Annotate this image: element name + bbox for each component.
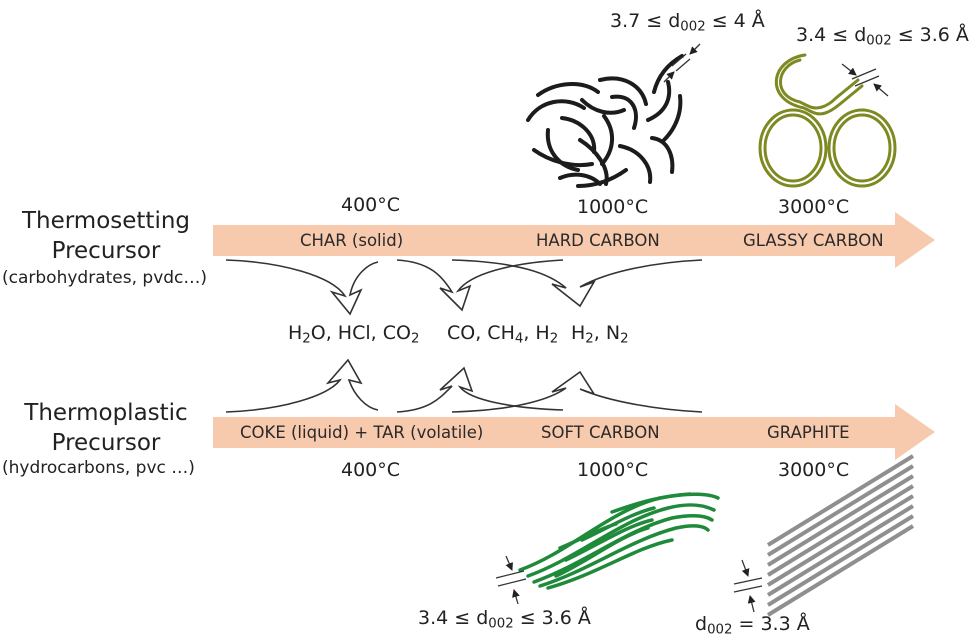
spacing-label-graphite: d002 = 3.3 Å [695,613,810,638]
graphite-spacing-marker [733,559,763,613]
spacing-label-glassy-carbon: 3.4 ≤ d002 ≤ 3.6 Å [796,24,969,49]
glassy-carbon-spacing-marker [841,63,889,97]
thermoplastic-title-line1: Thermoplastic [24,400,188,426]
spacing-label-soft-carbon: 3.4 ≤ d002 ≤ 3.6 Å [418,607,591,632]
spacing-label-hard-carbon: 3.7 ≤ d002 ≤ 4 Å [610,10,765,35]
stage-glassy-carbon: GLASSY CARBON [743,231,884,250]
thermosetting-temp-3000: 3000°C [778,196,850,218]
thermosetting-temp-1000: 1000°C [577,196,649,218]
hard-carbon-spacing-marker [663,43,701,83]
soft-carbon-structure [518,492,720,590]
thermoplastic-precursor-title: Thermoplastic Precursor [18,398,194,459]
stage-char: CHAR (solid) [300,231,404,250]
thermoplastic-temp-3000: 3000°C [778,459,850,481]
thermosetting-precursor-subtitle: (carbohydrates, pvdc…) [2,268,208,288]
gas-label-3000: H2, N2 [571,322,629,347]
gas-label-400: H2O, HCl, CO2 [288,322,420,347]
soft-carbon-spacing-marker [495,555,527,605]
thermoplastic-temp-1000: 1000°C [577,459,649,481]
gas-release-top-flows [225,259,703,316]
thermosetting-title-line2: Precursor [51,238,161,265]
thermosetting-process-arrow [213,212,935,268]
graphite-structure [766,454,915,617]
thermoplastic-temp-400: 400°C [341,459,401,481]
stage-hard-carbon: HARD CARBON [536,231,660,250]
thermosetting-precursor-title: Thermosetting Precursor [18,206,194,267]
stage-coke-tar: COKE (liquid) + TAR (volatile) [240,423,484,442]
stage-graphite: GRAPHITE [767,423,850,442]
thermoplastic-precursor-subtitle: (hydrocarbons, pvc …) [2,458,195,478]
glassy-carbon-structure [758,53,897,188]
thermosetting-temp-400: 400°C [341,194,401,216]
thermoplastic-process-arrow [213,404,935,460]
thermosetting-title-line1: Thermosetting [21,208,191,234]
hard-carbon-structure [526,54,684,188]
thermoplastic-title-line2: Precursor [51,430,161,457]
gas-release-bottom-flows [225,358,703,413]
gas-label-1000: CO, CH4, H2 [447,322,559,347]
stage-soft-carbon: SOFT CARBON [541,423,660,442]
